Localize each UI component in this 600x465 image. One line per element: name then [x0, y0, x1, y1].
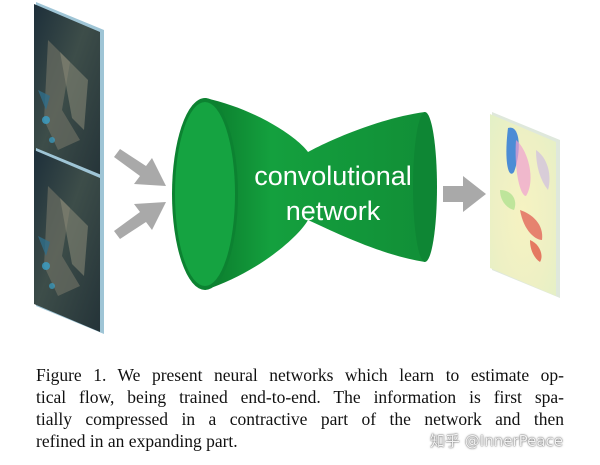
caption-line-4: refined in an expanding part. — [36, 431, 238, 451]
figure-illustration: convolutional network — [34, 2, 560, 334]
caption-line-1: Figure 1. We present neural networks whi… — [36, 365, 564, 385]
output-arrow — [443, 176, 486, 212]
input-frame-2 — [34, 148, 104, 334]
input-frame-1 — [34, 2, 104, 192]
network-label-line1: convolutional — [254, 161, 412, 191]
network-label-line2: network — [286, 196, 381, 226]
input-arrow-top — [114, 149, 166, 186]
caption-line-2: tical flow, being trained end-to-end. Th… — [36, 387, 564, 407]
output-flow-field — [490, 112, 560, 298]
figure-caption: Figure 1. We present neural networks whi… — [36, 364, 564, 452]
watermark: 知乎 @InnerPeace — [430, 432, 564, 450]
caption-line-3: tially compressed in a contractive part … — [36, 409, 564, 429]
input-arrow-bottom — [114, 202, 166, 239]
network-shape — [172, 98, 437, 290]
